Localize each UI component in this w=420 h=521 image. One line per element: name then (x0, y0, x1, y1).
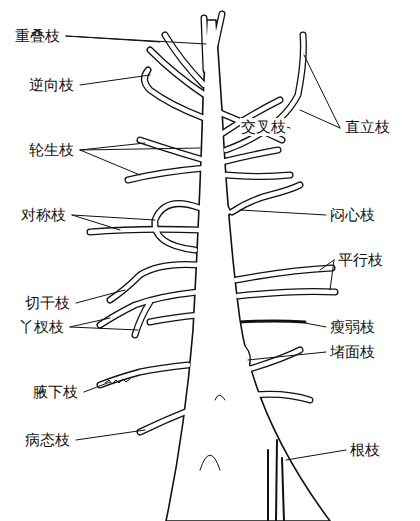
part-label: 闷心枝 (329, 206, 376, 224)
part-label: 病态枝 (24, 431, 71, 449)
part-label: 直立枝 (344, 118, 391, 136)
part-label: 逆向枝 (28, 76, 75, 94)
part-label: 丫杈枝 (18, 318, 65, 336)
part-label: 轮生枝 (28, 141, 75, 159)
part-label: 交叉枝 (240, 118, 287, 136)
part-label: 堵面枝 (329, 343, 376, 361)
part-label: 切干枝 (24, 294, 71, 312)
part-label: 平行枝 (337, 251, 384, 269)
part-label: 根枝 (349, 441, 381, 459)
part-label: 瘦弱枝 (329, 318, 376, 336)
part-label: 腋下枝 (32, 383, 79, 401)
part-label: 对称枝 (20, 206, 67, 224)
part-label: 重叠枝 (14, 27, 61, 45)
